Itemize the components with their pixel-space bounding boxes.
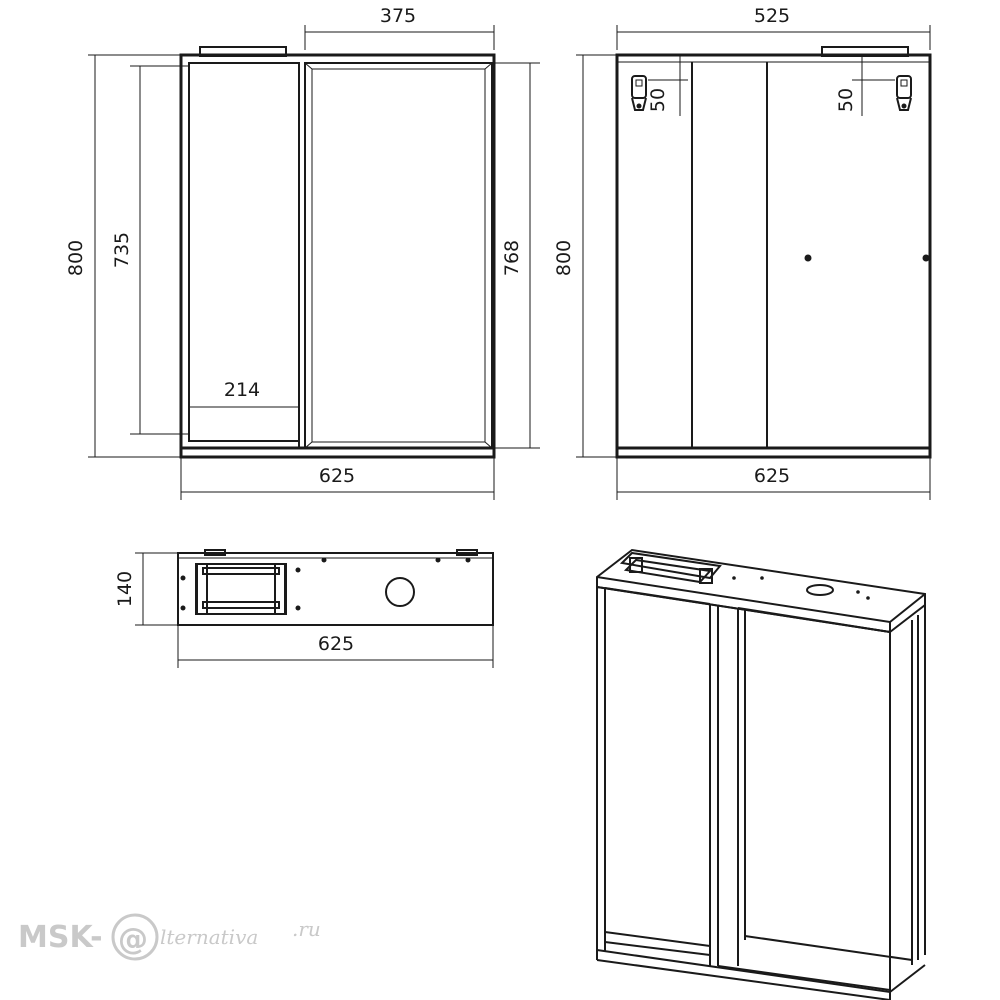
watermark-letter: @ xyxy=(118,922,148,957)
back-view xyxy=(615,46,932,459)
dim-label: 625 xyxy=(319,465,355,487)
dim-label: 800 xyxy=(65,240,87,276)
screw-hole xyxy=(922,254,930,262)
dim-label: 800 xyxy=(553,240,575,276)
front-dim-375: 375 xyxy=(304,5,495,50)
dim-label: 625 xyxy=(318,633,354,655)
back-dim-50-right: 50 xyxy=(835,55,895,116)
front-view xyxy=(179,46,496,459)
dim-label: 50 xyxy=(835,88,857,112)
front-dim-735: 735 xyxy=(111,65,189,435)
top-dim-140: 140 xyxy=(114,552,177,626)
hanger-left xyxy=(631,75,647,111)
front-dim-800: 800 xyxy=(65,54,180,458)
dim-label: 625 xyxy=(754,465,790,487)
watermark-prefix: MSK- xyxy=(18,920,103,955)
front-dim-625: 625 xyxy=(180,458,495,500)
dim-label: 735 xyxy=(111,232,133,268)
hanger-right xyxy=(896,75,912,111)
isometric-view xyxy=(596,548,926,1000)
front-dim-768: 768 xyxy=(495,62,540,449)
front-dim-214: 214 xyxy=(189,379,299,408)
back-dim-800: 800 xyxy=(553,54,616,458)
watermark: MSK- @ lternativa .ru xyxy=(18,913,321,961)
dim-label: 375 xyxy=(380,5,416,27)
dim-label: 140 xyxy=(114,571,136,607)
back-dim-525: 525 xyxy=(616,5,931,50)
dim-label: 50 xyxy=(647,88,669,112)
top-dim-625: 625 xyxy=(177,626,494,668)
dim-label: 525 xyxy=(754,5,790,27)
watermark-suffix: lternativa xyxy=(160,925,258,949)
dim-label: 214 xyxy=(224,379,260,401)
back-dim-50-left: 50 xyxy=(647,55,688,116)
watermark-domain: .ru xyxy=(292,917,321,941)
screw-hole xyxy=(804,254,812,262)
back-dim-625: 625 xyxy=(616,458,931,500)
dim-label: 768 xyxy=(501,240,523,276)
top-view xyxy=(177,549,494,626)
